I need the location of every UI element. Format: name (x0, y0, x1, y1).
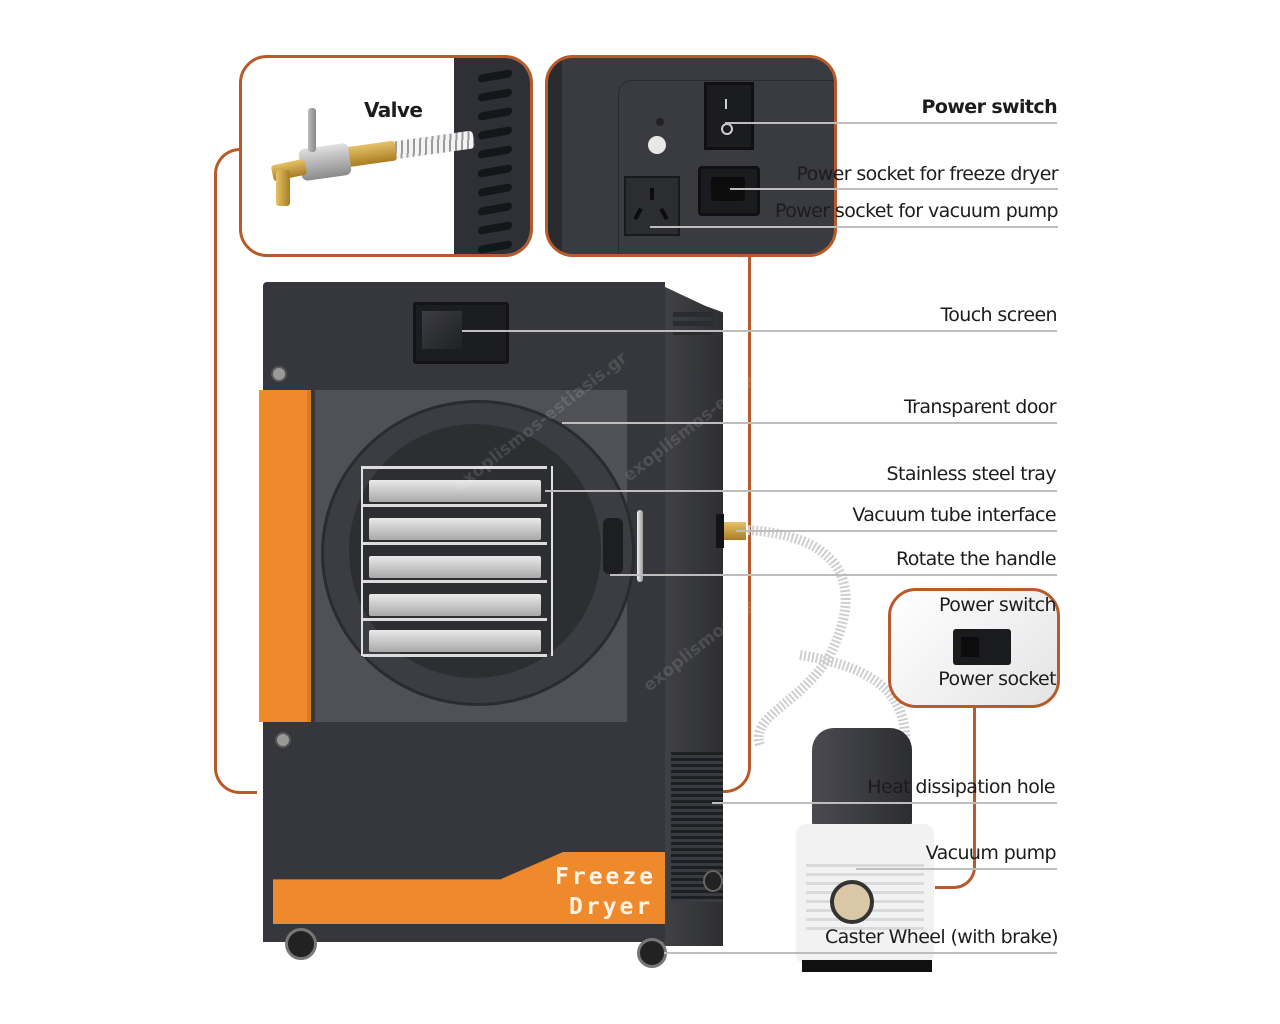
freeze-dryer-socket-label: Power socket for freeze dryer (796, 163, 1058, 185)
brand-line-1: Freeze (555, 864, 657, 890)
transparent-door (315, 390, 643, 722)
valve-lever (308, 108, 316, 152)
panel-edge (548, 58, 562, 254)
caster-wheel-label: Caster Wheel (with brake) (824, 926, 1059, 948)
heat-dissipation-hole-leader (712, 802, 1057, 804)
pump-power-switch-label: Power switch (939, 594, 1057, 616)
valve-callout: Valve (239, 55, 533, 257)
transparent-door-leader (562, 422, 1057, 424)
vacuum-pump-leader (856, 868, 1057, 870)
touch-screen-leader (462, 330, 1057, 332)
freeze-dryer-socket-leader (730, 188, 1058, 190)
freeze-dryer: Freeze Dryer exoplismos-estiasis.gr exop… (259, 282, 821, 972)
pump-sight-glass (830, 880, 874, 924)
screw (656, 118, 664, 126)
power-switch-label: Power switch (921, 96, 1058, 118)
rotate-handle (603, 518, 623, 574)
iec-inlet-socket (698, 166, 760, 216)
ground-symbol-icon (648, 136, 666, 154)
hinge-top (271, 366, 287, 382)
heat-dissipation-hole-label: Heat dissipation hole (867, 776, 1055, 798)
caster-wheel-leader (664, 952, 1057, 954)
vacuum-hose (747, 525, 911, 751)
power-switch-leader (725, 122, 1057, 124)
vacuum-pump-socket-label: Power socket for vacuum pump (775, 200, 1059, 222)
transparent-door-label: Transparent door (903, 396, 1057, 418)
touch-screen-label: Touch screen (940, 304, 1057, 326)
side-vent-top (673, 312, 713, 339)
brass-fitting (342, 140, 398, 168)
orange-hinge-strip (259, 390, 311, 722)
valve-label: Valve (364, 98, 423, 122)
pump-power-socket-label: Power socket (938, 668, 1056, 690)
brand-line-2: Dryer (569, 894, 654, 920)
vacuum-pump-socket-leader (650, 226, 1058, 228)
rocker-switch (704, 82, 754, 150)
power-panel-callout (545, 55, 837, 257)
caster-wheel-right (637, 938, 667, 968)
pump-rocker-switch (953, 629, 1011, 665)
vacuum-tube-interface (716, 514, 724, 548)
door-pull-bar (637, 510, 643, 582)
brass-connector (724, 522, 746, 540)
valve-barb (276, 170, 290, 206)
panel-plate (618, 80, 834, 254)
caster-wheel-side (703, 870, 723, 892)
pump-panel-callout (888, 588, 1060, 708)
pump-panel-connector-line (935, 704, 976, 889)
valve-connector-line (214, 148, 257, 794)
pump-body (796, 824, 934, 964)
valve-body (298, 142, 352, 182)
dryer-side-panel-image (454, 58, 530, 254)
pump-base (802, 960, 932, 972)
rotate-the-handle-label: Rotate the handle (895, 548, 1057, 570)
stainless-steel-tray-leader (545, 490, 1057, 492)
stainless-steel-tray-rack (361, 466, 553, 657)
caster-wheel-left (285, 928, 317, 960)
vacuum-pump-label: Vacuum pump (925, 842, 1057, 864)
stainless-steel-tray-label: Stainless steel tray (886, 463, 1057, 485)
touch-screen (413, 302, 509, 364)
hinge-bottom (275, 732, 291, 748)
vacuum-tube-interface-leader (736, 530, 1057, 532)
pump-cap (812, 728, 912, 828)
vacuum-tube-interface-label: Vacuum tube interface (852, 504, 1056, 526)
vacuum-pump (794, 728, 944, 974)
rotate-the-handle-leader (610, 574, 1057, 576)
